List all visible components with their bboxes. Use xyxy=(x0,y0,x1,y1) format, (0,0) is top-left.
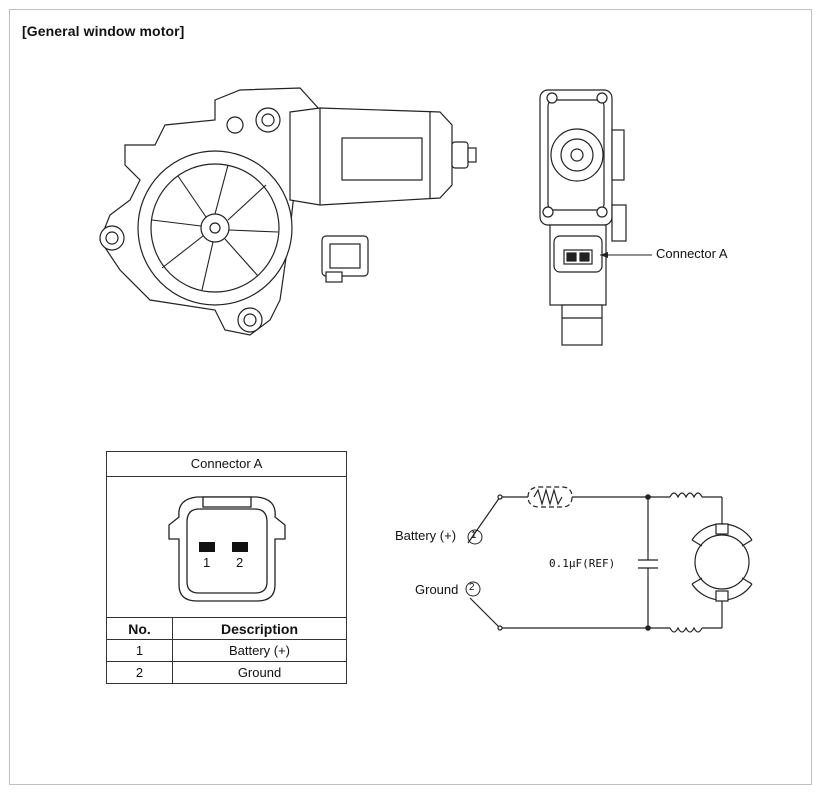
row-2-no: 2 xyxy=(107,661,173,683)
header-no: No. xyxy=(107,618,173,640)
table-row: 2 Ground xyxy=(107,661,346,683)
table-row: 1 Battery (+) xyxy=(107,639,346,662)
header-description: Description xyxy=(220,620,298,637)
inductor-top-symbol xyxy=(669,492,703,499)
inductor-bottom-symbol xyxy=(669,626,703,633)
connector-table: Connector A 1 2 No. Description 1 Batter… xyxy=(106,451,347,684)
connector-face-cell: 1 2 xyxy=(107,477,346,618)
row-2-description: Ground xyxy=(172,661,346,683)
pin-2 xyxy=(232,542,248,552)
connector-table-title: Connector A xyxy=(107,452,346,477)
diagram-frame xyxy=(9,9,812,785)
connector-face-drawing xyxy=(168,496,286,602)
pin-1 xyxy=(199,542,215,552)
pin-1-label: 1 xyxy=(203,555,211,570)
connector-a-callout: Connector A xyxy=(656,246,728,261)
diagram-title: [General window motor] xyxy=(22,23,185,39)
row-1-no: 1 xyxy=(107,639,173,662)
capacitor-label: 0.1μF(REF) xyxy=(549,557,616,570)
ground-label: Ground xyxy=(415,582,459,597)
pin-table: No. Description 1 Battery (+) 2 Ground xyxy=(107,618,346,683)
battery-pin-number: 1 xyxy=(471,530,477,541)
ground-pin-number: 2 xyxy=(469,582,475,593)
row-1-description: Battery (+) xyxy=(172,639,346,662)
battery-pin-marker xyxy=(467,529,483,545)
circuit-breaker-symbol xyxy=(527,486,573,508)
pin-2-label: 2 xyxy=(236,555,244,570)
pin-table-header: No. Description xyxy=(107,618,346,640)
battery-label: Battery (+) xyxy=(395,528,457,543)
motor-symbol xyxy=(694,534,750,590)
ground-pin-marker xyxy=(465,581,481,597)
